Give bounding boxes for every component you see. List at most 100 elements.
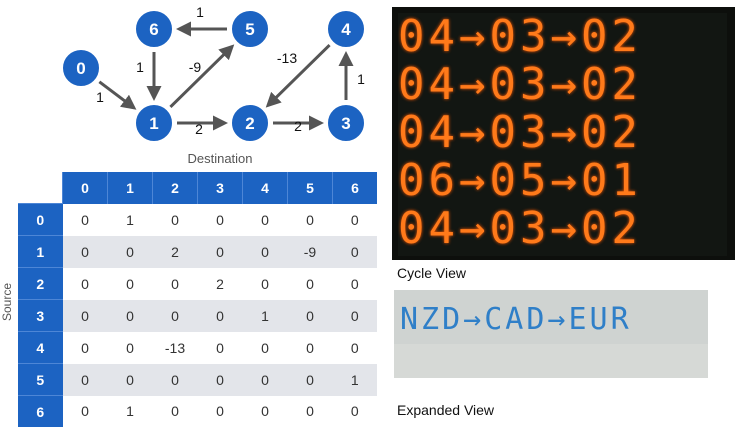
edge-weight-1-5: -9 [189, 59, 202, 75]
node-circle [326, 103, 366, 143]
column-header-6: 6 [332, 172, 377, 204]
matrix-cell: 0 [62, 235, 108, 268]
matrix-cell: 0 [197, 363, 243, 396]
matrix-corner [18, 172, 63, 204]
matrix-cell: 0 [107, 331, 153, 364]
matrix-cell: 0 [152, 299, 198, 332]
matrix-cell: 0 [152, 395, 198, 427]
matrix-cell: 0 [287, 299, 333, 332]
matrix-cell: 0 [62, 395, 108, 427]
matrix-cell: 0 [287, 203, 333, 236]
column-header-1: 1 [107, 172, 153, 204]
row-header-3: 3 [18, 299, 63, 332]
matrix-cell: 1 [107, 395, 153, 427]
edge-weight-4-2: -13 [277, 50, 297, 66]
matrix-cell: 0 [332, 267, 377, 300]
node-5: 5 [230, 9, 270, 49]
edge-weight-6-1: 1 [136, 59, 144, 75]
edge-weight-5-6: 1 [196, 4, 204, 20]
edge-1-5 [169, 44, 235, 108]
column-header-3: 3 [197, 172, 243, 204]
expanded-view-text: NZD→CAD→EUR [400, 302, 632, 337]
node-1: 1 [134, 103, 174, 143]
node-circle [134, 9, 174, 49]
column-header-4: 4 [242, 172, 288, 204]
node-6: 6 [134, 9, 174, 49]
matrix-cell: 1 [242, 299, 288, 332]
node-3: 3 [326, 103, 366, 143]
matrix-cell: 0 [197, 203, 243, 236]
matrix-cell: 2 [152, 235, 198, 268]
lcd-line: 04→03→02 [398, 203, 642, 254]
node-0: 0 [61, 48, 101, 88]
matrix-cell: 0 [107, 267, 153, 300]
column-header-5: 5 [287, 172, 333, 204]
row-header-6: 6 [18, 395, 63, 427]
source-axis-label: Source [0, 282, 14, 322]
matrix-cell: 0 [107, 299, 153, 332]
matrix-cell: 0 [332, 395, 377, 427]
matrix-cell: 1 [107, 203, 153, 236]
edge-4-2 [265, 44, 331, 108]
node-circle [61, 48, 101, 88]
node-circle [134, 103, 174, 143]
edge-weight-1-2: 2 [195, 121, 203, 137]
node-label: 6 [149, 20, 158, 39]
matrix-cell: 0 [62, 331, 108, 364]
column-header-0: 0 [62, 172, 108, 204]
row-header-0: 0 [18, 203, 63, 236]
matrix-cell: 0 [197, 235, 243, 268]
node-2: 2 [230, 103, 270, 143]
destination-axis-label: Destination [187, 151, 253, 166]
matrix-cell: 0 [152, 363, 198, 396]
node-label: 4 [341, 20, 351, 39]
matrix-cell: 0 [107, 363, 153, 396]
matrix-cell: 0 [62, 299, 108, 332]
edge-weight-0-1: 1 [96, 89, 104, 105]
edge-weight-2-3: 2 [294, 118, 302, 134]
matrix-cell: 0 [287, 363, 333, 396]
lcd-line: 04→03→02 [398, 107, 642, 158]
expanded-view-lcd: NZD→CAD→EUR [394, 290, 708, 378]
row-header-2: 2 [18, 267, 63, 300]
node-label: 5 [245, 20, 254, 39]
matrix-cell: 0 [197, 395, 243, 427]
matrix-cell: 0 [287, 267, 333, 300]
matrix-cell: 0 [197, 299, 243, 332]
matrix-cell: 0 [242, 363, 288, 396]
lcd2-band [394, 290, 708, 344]
cycle-view-caption: Cycle View [397, 265, 466, 281]
lcd-line: 04→03→02 [398, 11, 642, 62]
node-circle [230, 103, 270, 143]
node-label: 3 [341, 114, 350, 133]
matrix-cell: 2 [197, 267, 243, 300]
matrix-cell: 0 [332, 235, 377, 268]
matrix-cell: 0 [62, 363, 108, 396]
matrix-cell: -9 [287, 235, 333, 268]
matrix-cell: 0 [62, 203, 108, 236]
lcd-line: 04→03→02 [398, 59, 642, 110]
matrix-cell: 0 [287, 331, 333, 364]
matrix-cell: 0 [242, 267, 288, 300]
lcd-line: 06→05→01 [398, 155, 642, 206]
node-4: 4 [326, 9, 366, 49]
matrix-cell: 0 [242, 235, 288, 268]
node-label: 0 [76, 59, 85, 78]
matrix-cell: 0 [332, 203, 377, 236]
row-header-4: 4 [18, 331, 63, 364]
node-circle [326, 9, 366, 49]
matrix-cell: 0 [152, 203, 198, 236]
